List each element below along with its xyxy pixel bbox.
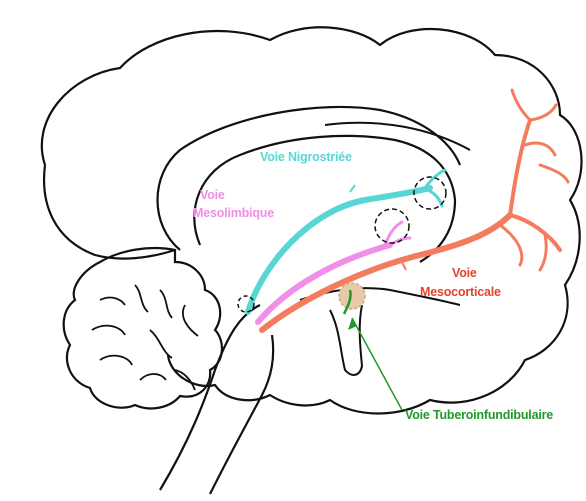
label-mesolimbique-line2: Mesolimbique [193,206,274,221]
mesolimbic-pathway [258,222,410,322]
pituitary-stalk [330,305,362,375]
tubero-arrowhead [348,318,357,330]
label-mesocorticale-line1: Voie [452,266,477,281]
label-nigrostriee: Voie Nigrostriée [260,150,352,165]
nigrostriee-tick [350,185,355,192]
label-tuberoinfundibulaire: Voie Tuberoinfundibulaire [405,408,553,423]
mesocorticale-tick [402,262,406,270]
tubero-arrow [352,318,402,410]
cerebellum-folia [92,285,198,390]
temporal-lobe-outline [44,165,175,259]
label-mesolimbique-line1: Voie [200,188,225,203]
mesocortical-pathway [262,90,568,330]
tuberoinfundibular-nucleus [339,283,365,309]
label-mesocorticale-line2: Mesocorticale [420,285,501,300]
